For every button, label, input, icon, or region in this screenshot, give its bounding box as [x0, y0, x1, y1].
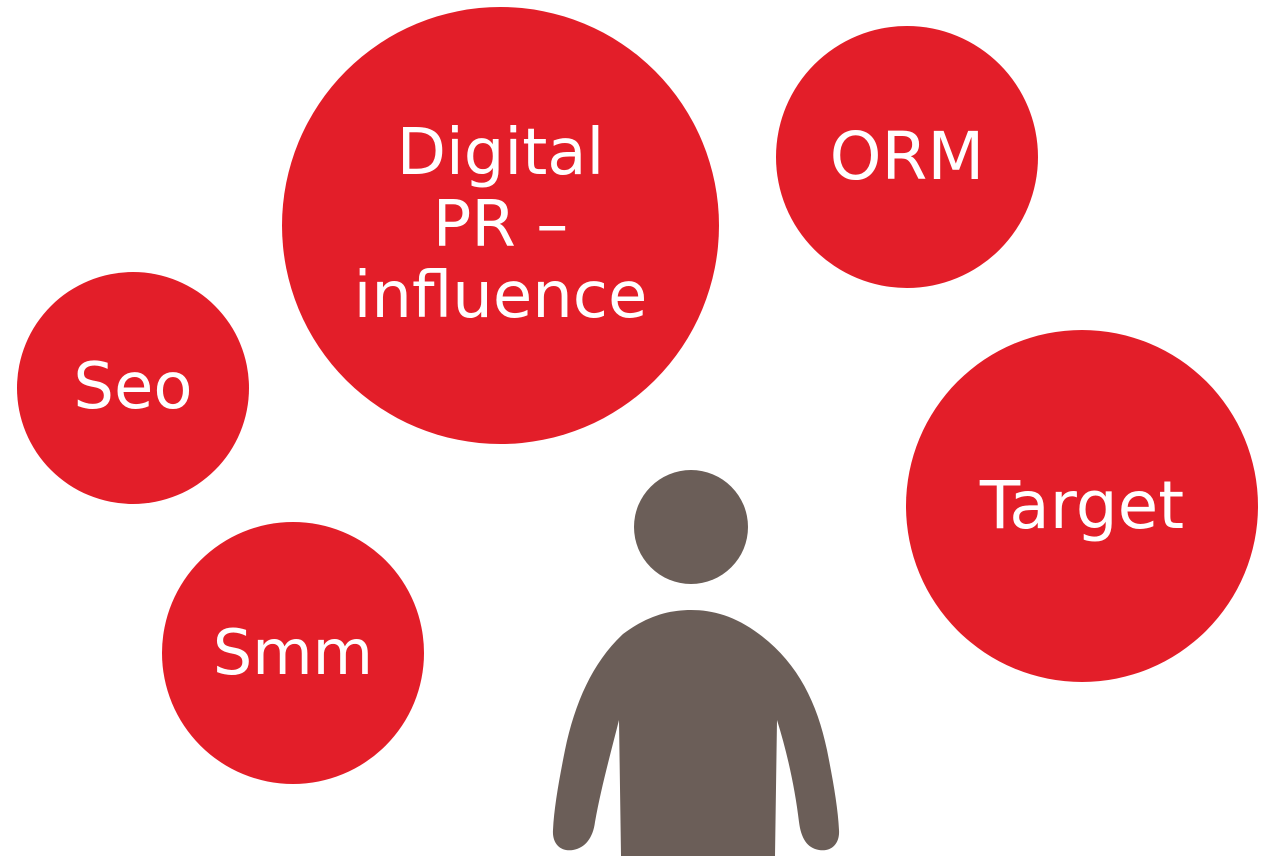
- bubble-target: Target: [906, 330, 1258, 682]
- bubble-orm-label: ORM: [829, 118, 985, 196]
- bubble-seo-label: Seo: [73, 350, 193, 425]
- bubble-digital-pr-label: Digital PR – influence: [353, 115, 648, 334]
- bubble-smm-label: Smm: [212, 616, 374, 690]
- bubble-seo: Seo: [17, 272, 249, 504]
- person-icon: [552, 470, 840, 856]
- person-body: [552, 610, 840, 856]
- bubble-orm: ORM: [776, 26, 1038, 288]
- bubble-digital-pr: Digital PR – influence: [282, 7, 719, 444]
- bubble-target-label: Target: [979, 467, 1185, 545]
- person-head: [634, 470, 748, 584]
- bubble-smm: Smm: [162, 522, 424, 784]
